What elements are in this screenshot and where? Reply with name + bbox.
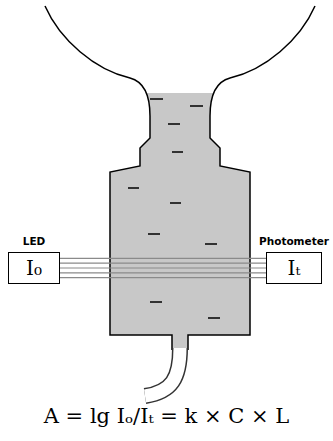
led-source: I₀LED [8, 252, 60, 284]
device-label: Photometer [259, 235, 329, 247]
beam-ray [60, 267, 266, 268]
light-beam [60, 258, 266, 277]
beam-ray [60, 263, 266, 264]
device-box: I₀ [8, 252, 60, 284]
device-label: LED [23, 235, 46, 247]
beam-ray [60, 272, 266, 273]
intensity-symbol: I₀ [26, 256, 42, 280]
intensity-symbol: Iₜ [288, 256, 301, 280]
beam-ray [60, 277, 266, 278]
tube-outer [145, 348, 180, 396]
formula: A = lg Iₒ/Iₜ = k × C × L [44, 404, 289, 428]
bubbles [128, 99, 220, 318]
photometer-detector: IₜPhotometer [266, 252, 322, 284]
beam-ray [60, 258, 266, 259]
tube-inner [145, 348, 180, 396]
liquid [45, 93, 315, 350]
device-box: Iₜ [266, 252, 322, 284]
chamber-outline [45, 6, 315, 350]
